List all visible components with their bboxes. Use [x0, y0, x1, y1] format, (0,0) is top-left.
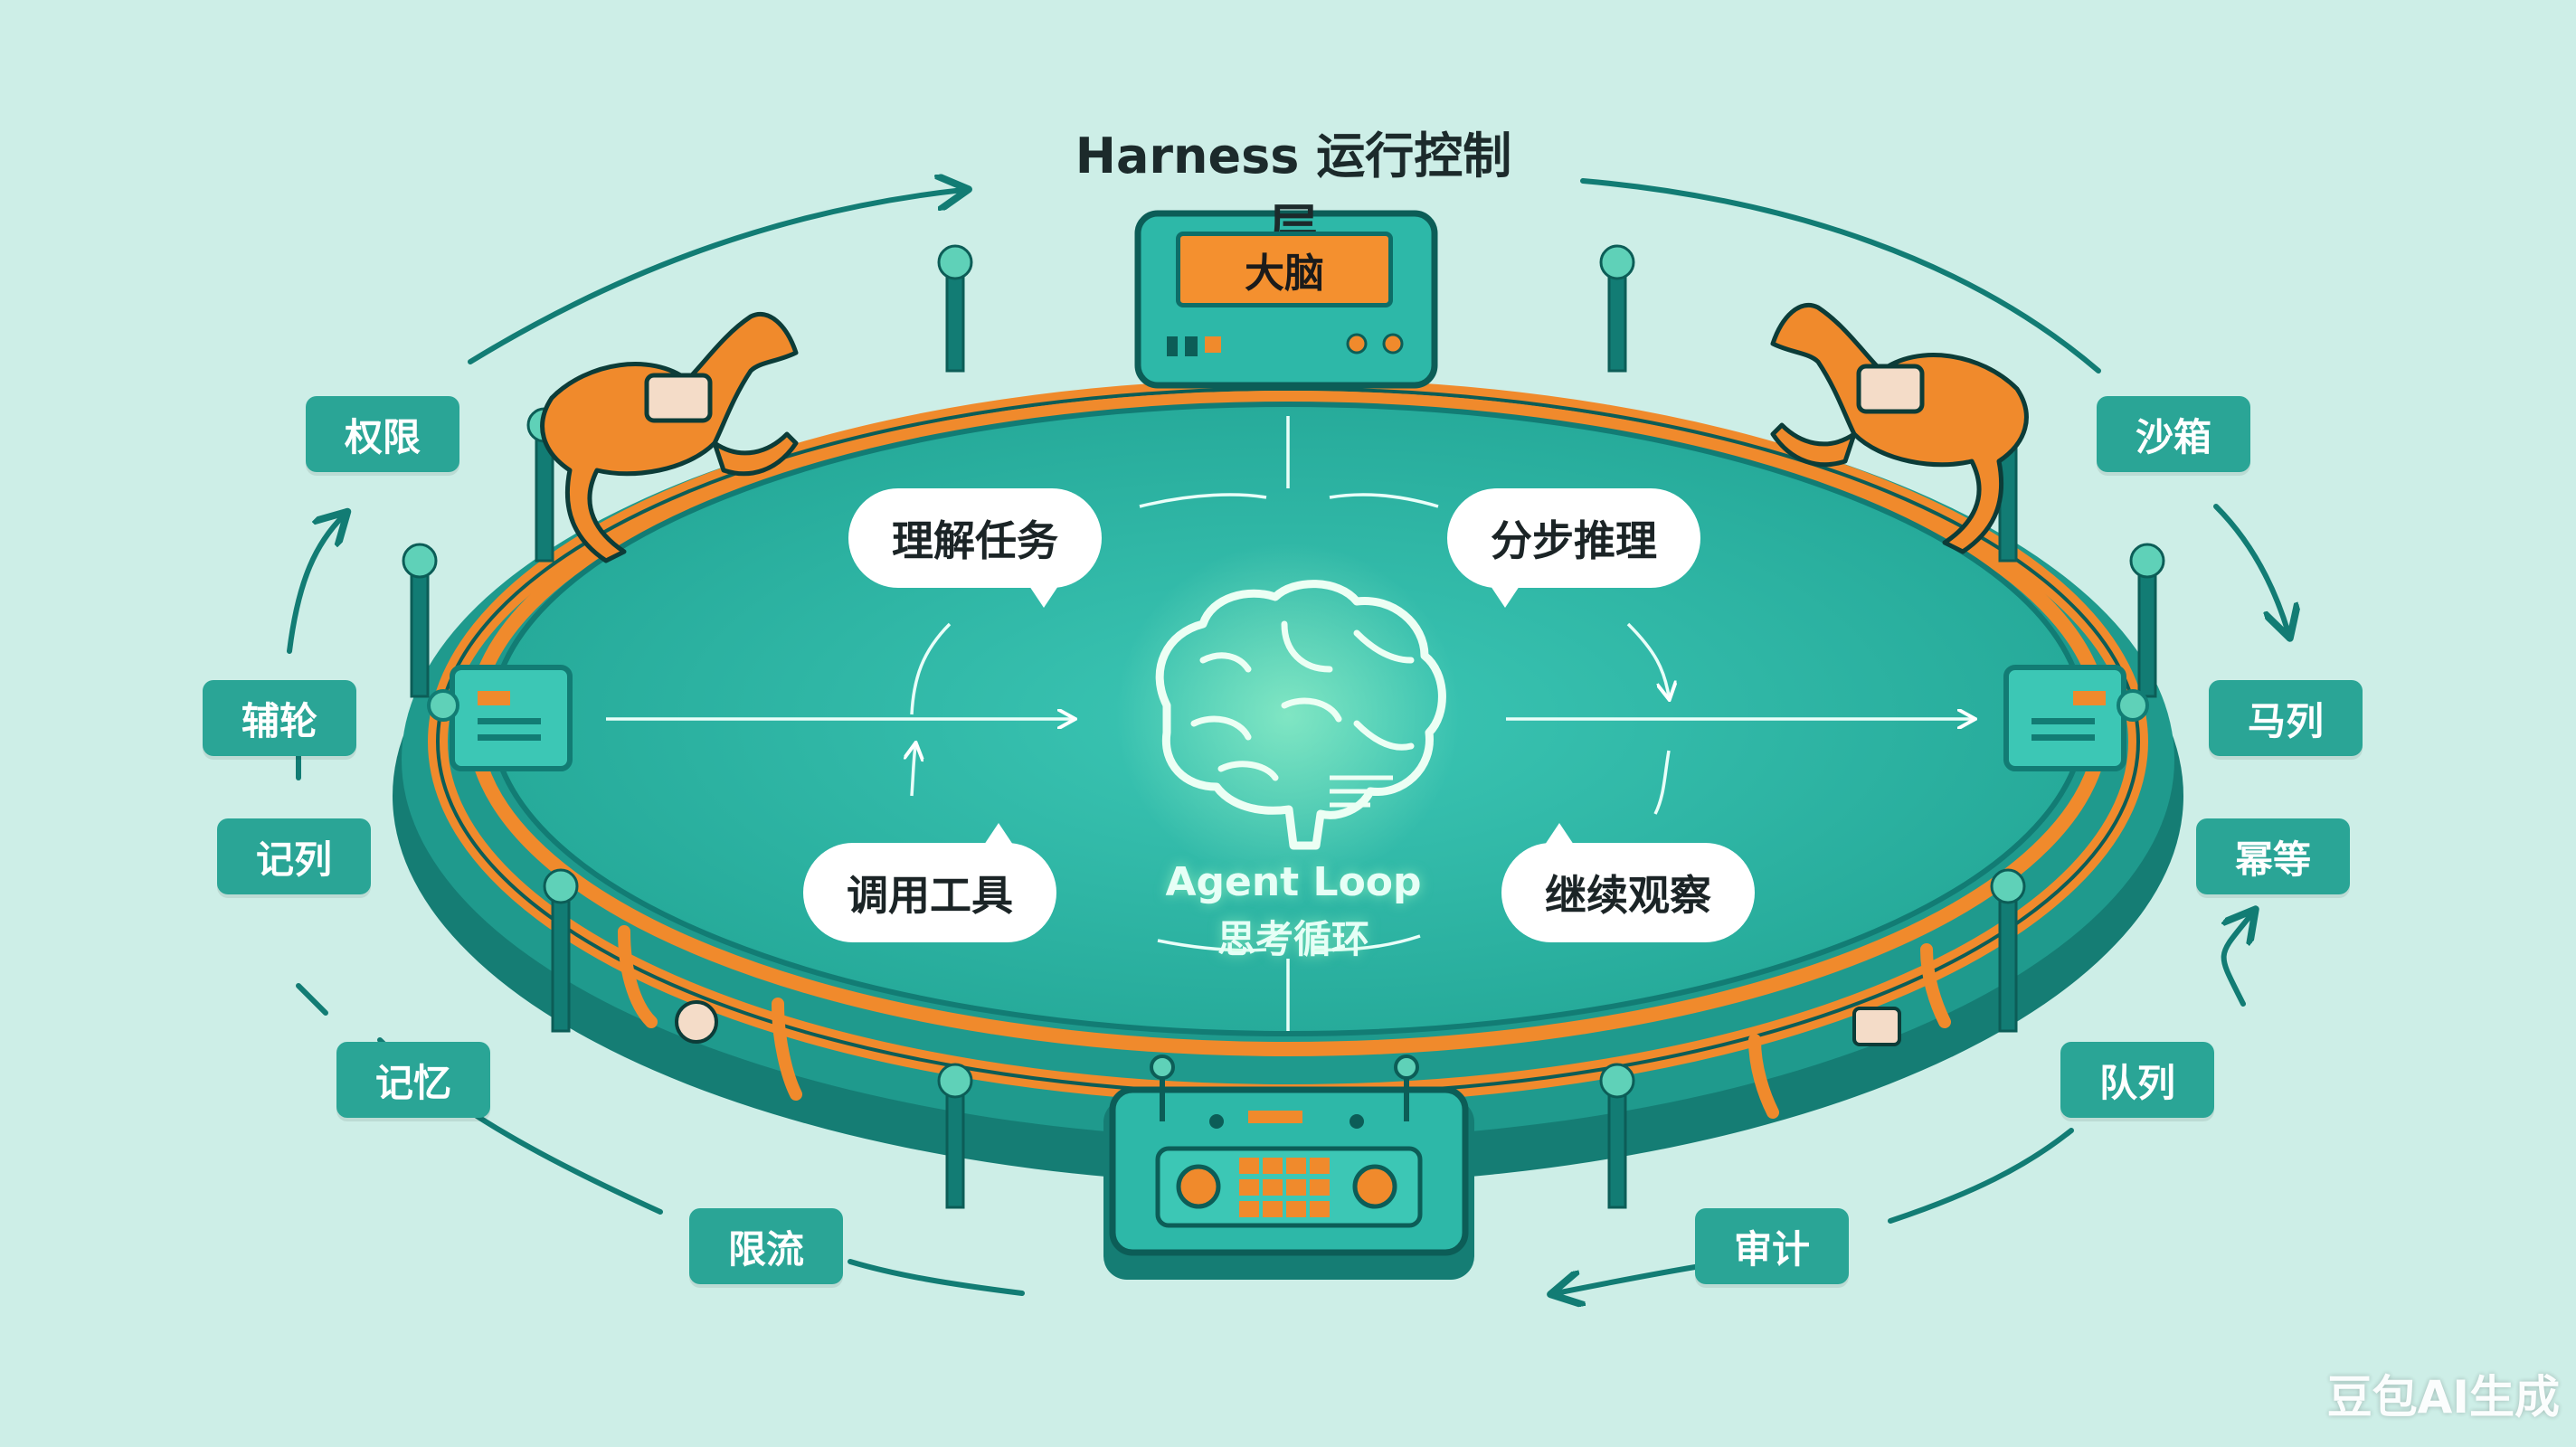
left-side-panel — [427, 665, 573, 771]
outer-cycle-arrows — [287, 181, 2288, 1293]
tag-left-5: 限流 — [689, 1208, 843, 1284]
harness-straps — [618, 925, 1951, 1119]
horse-left-icon — [540, 311, 799, 563]
tag-left-3: 记列 — [217, 818, 371, 894]
tag-right-3: 幂等 — [2196, 818, 2350, 894]
center-label-line2: 思考循环 — [1217, 917, 1369, 961]
brain-icon — [1116, 543, 1460, 886]
horse-right-icon — [1770, 302, 2029, 554]
tag-right-1: 沙箱 — [2097, 396, 2250, 472]
bubble-observe: 继续观察 — [1501, 823, 1755, 942]
tag-right-2: 马列 — [2209, 680, 2363, 756]
tag-right-4: 队列 — [2060, 1042, 2214, 1118]
control-console — [1103, 1055, 1474, 1280]
center-label: Agent Loop 思考循环 — [1158, 859, 1429, 964]
brain-box-label: 大脑 — [1176, 232, 1393, 307]
tag-left-4: 记忆 — [336, 1042, 490, 1118]
bubble-reason: 分步推理 — [1447, 488, 1700, 608]
harness-buckles — [675, 1000, 1901, 1046]
bubble-call-tools: 调用工具 — [803, 823, 1056, 942]
center-label-line1: Agent Loop — [1165, 859, 1422, 905]
tag-right-5: 审计 — [1695, 1208, 1849, 1284]
bubble-understand: 理解任务 — [848, 488, 1102, 608]
right-side-panel — [2003, 665, 2149, 771]
loop-connectors — [606, 416, 1972, 1031]
tag-left-2: 辅轮 — [203, 680, 356, 756]
watermark: 豆包AI生成 — [2326, 1371, 2560, 1423]
tag-left-1: 权限 — [306, 396, 459, 472]
diagram-title: Harness 运行控制层 — [1075, 128, 1512, 256]
